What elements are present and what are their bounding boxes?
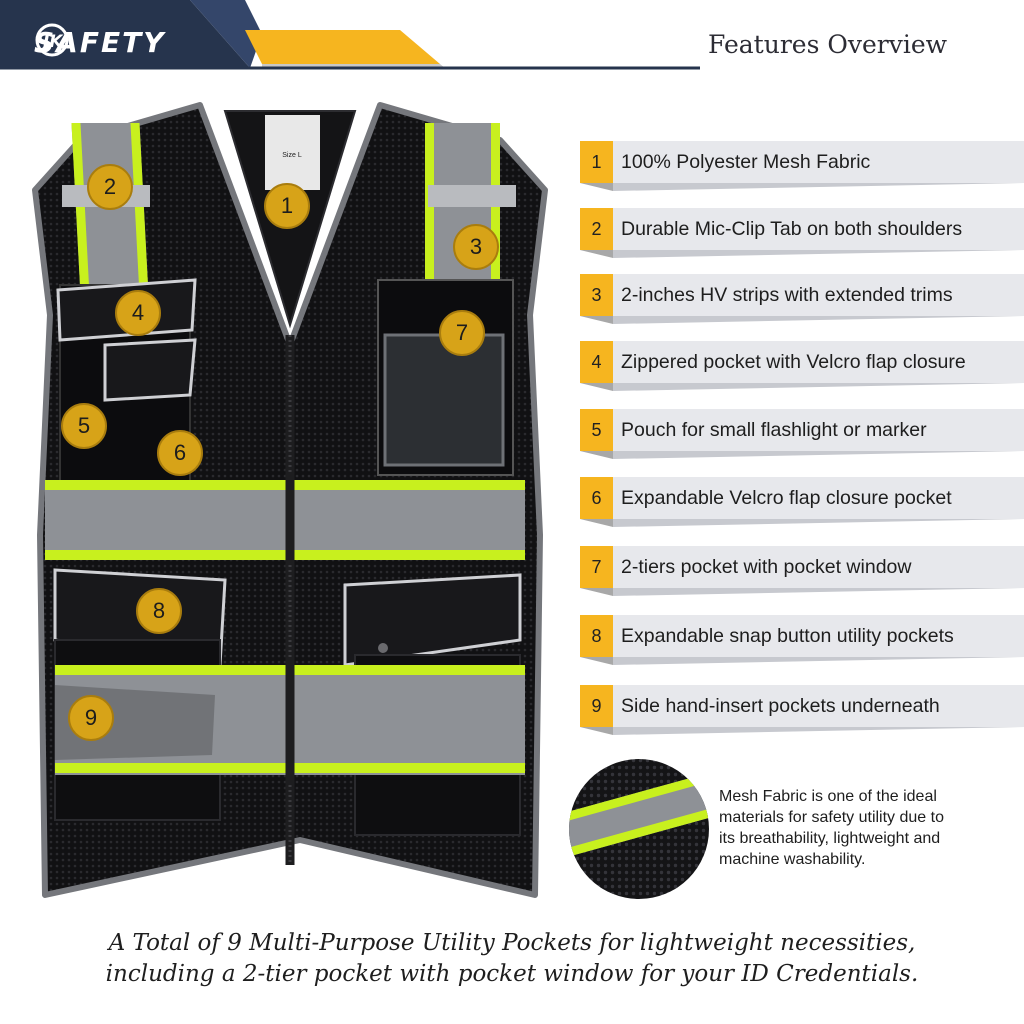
feature-item-1: 1 100% Polyester Mesh Fabric	[580, 141, 1024, 191]
mic-clip-tab-right	[428, 185, 516, 207]
feature-item-4: 4 Zippered pocket with Velcro flap closu…	[580, 341, 1024, 391]
mesh-fabric-closeup	[569, 759, 709, 899]
badge-3: 3	[453, 224, 499, 270]
feature-label: Expandable Velcro flap closure pocket	[621, 486, 952, 509]
feature-bar	[613, 208, 1024, 250]
feature-number: 3	[580, 274, 613, 316]
brand-logo: JK SAFETY	[34, 22, 165, 62]
badge-9: 9	[68, 695, 114, 741]
feature-item-6: 6 Expandable Velcro flap closure pocket	[580, 477, 1024, 527]
badge-2: 2	[87, 164, 133, 210]
hv-band-upper	[45, 480, 525, 560]
mesh-note-line: its breathability, lightweight and	[719, 830, 941, 847]
feature-bar	[613, 341, 1024, 383]
feature-number: 1	[580, 141, 613, 183]
feature-item-8: 8 Expandable snap button utility pockets	[580, 615, 1024, 665]
feature-label: Side hand-insert pockets underneath	[621, 694, 940, 717]
feature-number: 2	[580, 208, 613, 250]
feature-bar	[613, 409, 1024, 451]
footer-caption-line-2: including a 2-tier pocket with pocket wi…	[105, 961, 919, 987]
mesh-note-line: materials for safety utility due to	[719, 809, 944, 826]
feature-bar	[613, 477, 1024, 519]
badge-7: 7	[439, 310, 485, 356]
badge-4: 4	[115, 290, 161, 336]
feature-bar	[613, 141, 1024, 183]
feature-number: 9	[580, 685, 613, 727]
feature-number: 4	[580, 341, 613, 383]
brand-name: SAFETY	[34, 25, 166, 59]
feature-bar	[613, 685, 1024, 727]
feature-number: 5	[580, 409, 613, 451]
feature-bar	[613, 615, 1024, 657]
badge-8: 8	[136, 588, 182, 634]
feature-number: 7	[580, 546, 613, 588]
utility-pocket-right	[343, 573, 522, 667]
mesh-note-line: machine washability.	[719, 851, 866, 868]
feature-label: Expandable snap button utility pockets	[621, 624, 954, 647]
mesh-fabric-note: Mesh Fabric is one of the ideal material…	[719, 786, 999, 870]
feature-item-7: 7 2-tiers pocket with pocket window	[580, 546, 1024, 596]
brand-mark-icon: JK	[35, 23, 69, 57]
header-banner: JK SAFETY Features Overview	[0, 0, 1024, 80]
size-label-text: Size L	[282, 152, 302, 159]
size-label-tag	[265, 115, 320, 190]
feature-number: 6	[580, 477, 613, 519]
feature-label: 2-inches HV strips with extended trims	[621, 283, 953, 306]
badge-6: 6	[157, 430, 203, 476]
feature-label: Pouch for small flashlight or marker	[621, 418, 927, 441]
feature-item-3: 3 2-inches HV strips with extended trims	[580, 274, 1024, 324]
feature-number: 8	[580, 615, 613, 657]
feature-label: 2-tiers pocket with pocket window	[621, 555, 912, 578]
feature-label: Zippered pocket with Velcro flap closure	[621, 350, 966, 373]
mesh-note-line: Mesh Fabric is one of the ideal	[719, 788, 937, 805]
badge-1: 1	[264, 183, 310, 229]
safety-vest-illustration: Size L	[32, 102, 548, 898]
svg-text:JK: JK	[40, 32, 64, 52]
feature-label: Durable Mic-Clip Tab on both shoulders	[621, 217, 963, 240]
badge-5: 5	[61, 403, 107, 449]
feature-item-5: 5 Pouch for small flashlight or marker	[580, 409, 1024, 459]
footer-caption-line-1: A Total of 9 Multi-Purpose Utility Pocke…	[108, 930, 916, 956]
feature-item-2: 2 Durable Mic-Clip Tab on both shoulders	[580, 208, 1024, 258]
feature-label: 100% Polyester Mesh Fabric	[621, 150, 871, 173]
feature-bar	[613, 274, 1024, 316]
feature-item-9: 9 Side hand-insert pockets underneath	[580, 685, 1024, 735]
id-pocket-window	[383, 333, 505, 467]
page-title: Features Overview	[708, 30, 948, 59]
feature-bar	[613, 546, 1024, 588]
